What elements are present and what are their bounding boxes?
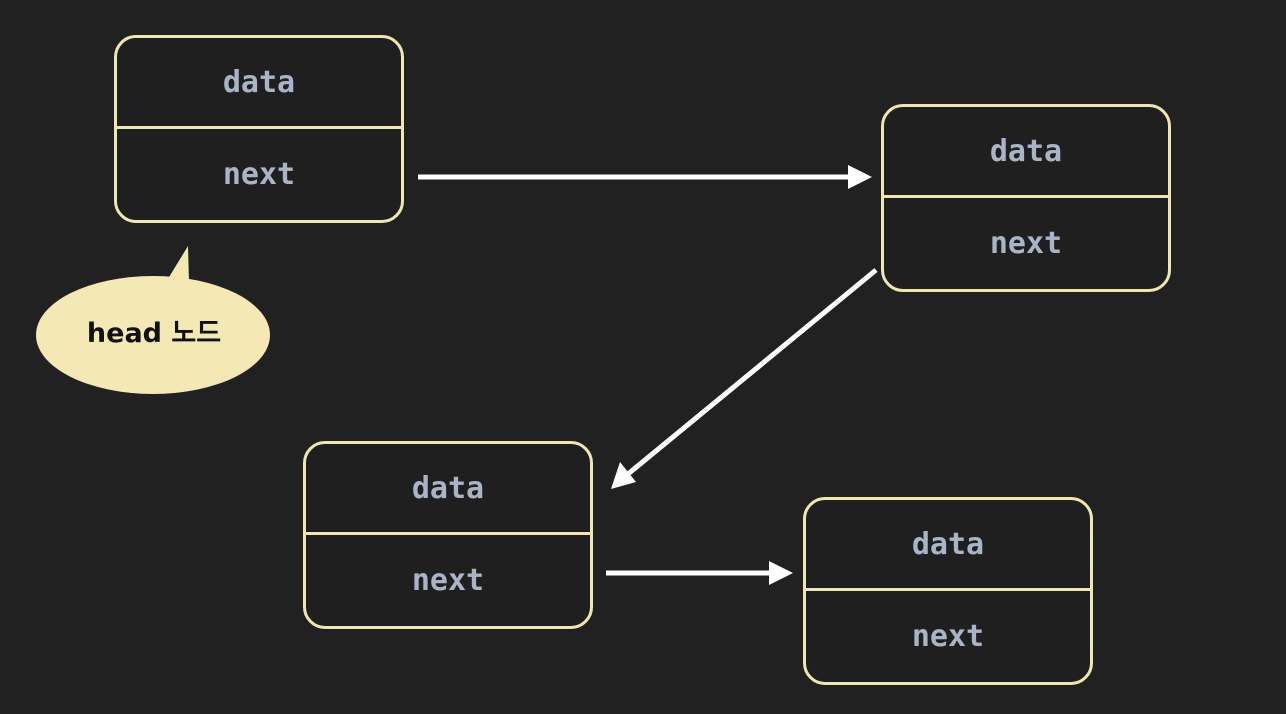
node-3-data: data bbox=[306, 444, 590, 535]
arrow-node2-to-node3 bbox=[611, 268, 878, 489]
head-callout bbox=[36, 246, 270, 394]
node-2-data: data bbox=[884, 107, 1168, 198]
callout-tail bbox=[166, 246, 189, 282]
node-4: data next bbox=[803, 497, 1093, 685]
node-3: data next bbox=[303, 441, 593, 629]
node-4-data: data bbox=[806, 500, 1090, 591]
arrow-node1-to-node2 bbox=[418, 165, 872, 189]
head-node-label: head 노드 bbox=[86, 317, 222, 349]
node-2-next: next bbox=[989, 226, 1063, 261]
node-1-data: data bbox=[117, 38, 401, 129]
callout-bubble bbox=[36, 276, 270, 394]
node-4-next: next bbox=[911, 619, 985, 654]
node-1-next: next bbox=[222, 157, 296, 192]
node-2: data next bbox=[881, 104, 1171, 292]
node-3-next: next bbox=[411, 563, 485, 598]
arrow-node3-to-node4 bbox=[606, 561, 793, 585]
node-1: data next bbox=[114, 35, 404, 223]
